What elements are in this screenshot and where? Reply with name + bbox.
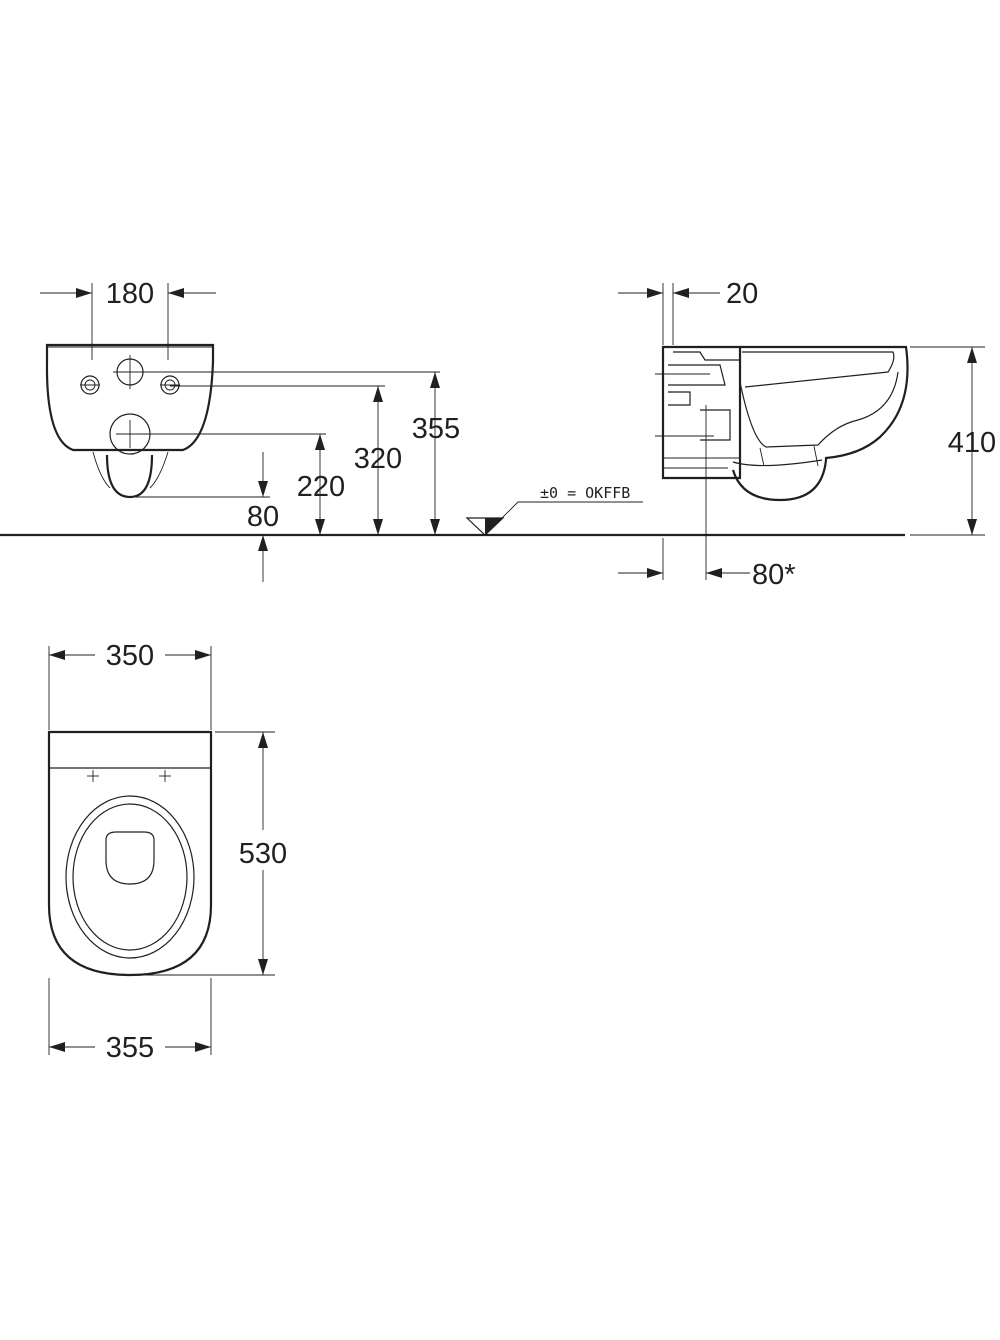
seat-fixing-right <box>159 770 171 782</box>
seat-fixing-left <box>87 770 99 782</box>
dim-20: 20 <box>726 278 758 310</box>
bowl-outline <box>731 345 909 502</box>
floor-level-label: ±0 = OKFFB <box>540 484 630 502</box>
dim-530: 530 <box>239 838 287 870</box>
dim-320: 320 <box>354 443 402 475</box>
front-view: 180 355 320 220 80 <box>40 278 460 582</box>
dim-80-star: 80* <box>752 559 796 591</box>
dim-410: 410 <box>948 427 996 459</box>
dim-220: 220 <box>297 471 345 503</box>
dim-355-front: 355 <box>412 413 460 445</box>
dim-355-top: 355 <box>106 1032 154 1064</box>
floor-level-symbol: ±0 = OKFFB <box>465 484 643 536</box>
fixing-hole-left <box>80 375 100 395</box>
mounting-block <box>661 345 742 480</box>
dim-180: 180 <box>106 278 154 310</box>
front-view-body <box>45 343 215 452</box>
bowl-rim <box>65 795 195 959</box>
side-view: 20 410 80* <box>618 278 996 591</box>
waste-opening <box>105 831 155 885</box>
outlet-spigot <box>105 454 154 499</box>
fixing-hole-right <box>160 375 180 395</box>
top-view: 350 530 355 <box>47 640 287 1064</box>
dim-350: 350 <box>106 640 154 672</box>
dim-80-front: 80 <box>247 501 279 533</box>
